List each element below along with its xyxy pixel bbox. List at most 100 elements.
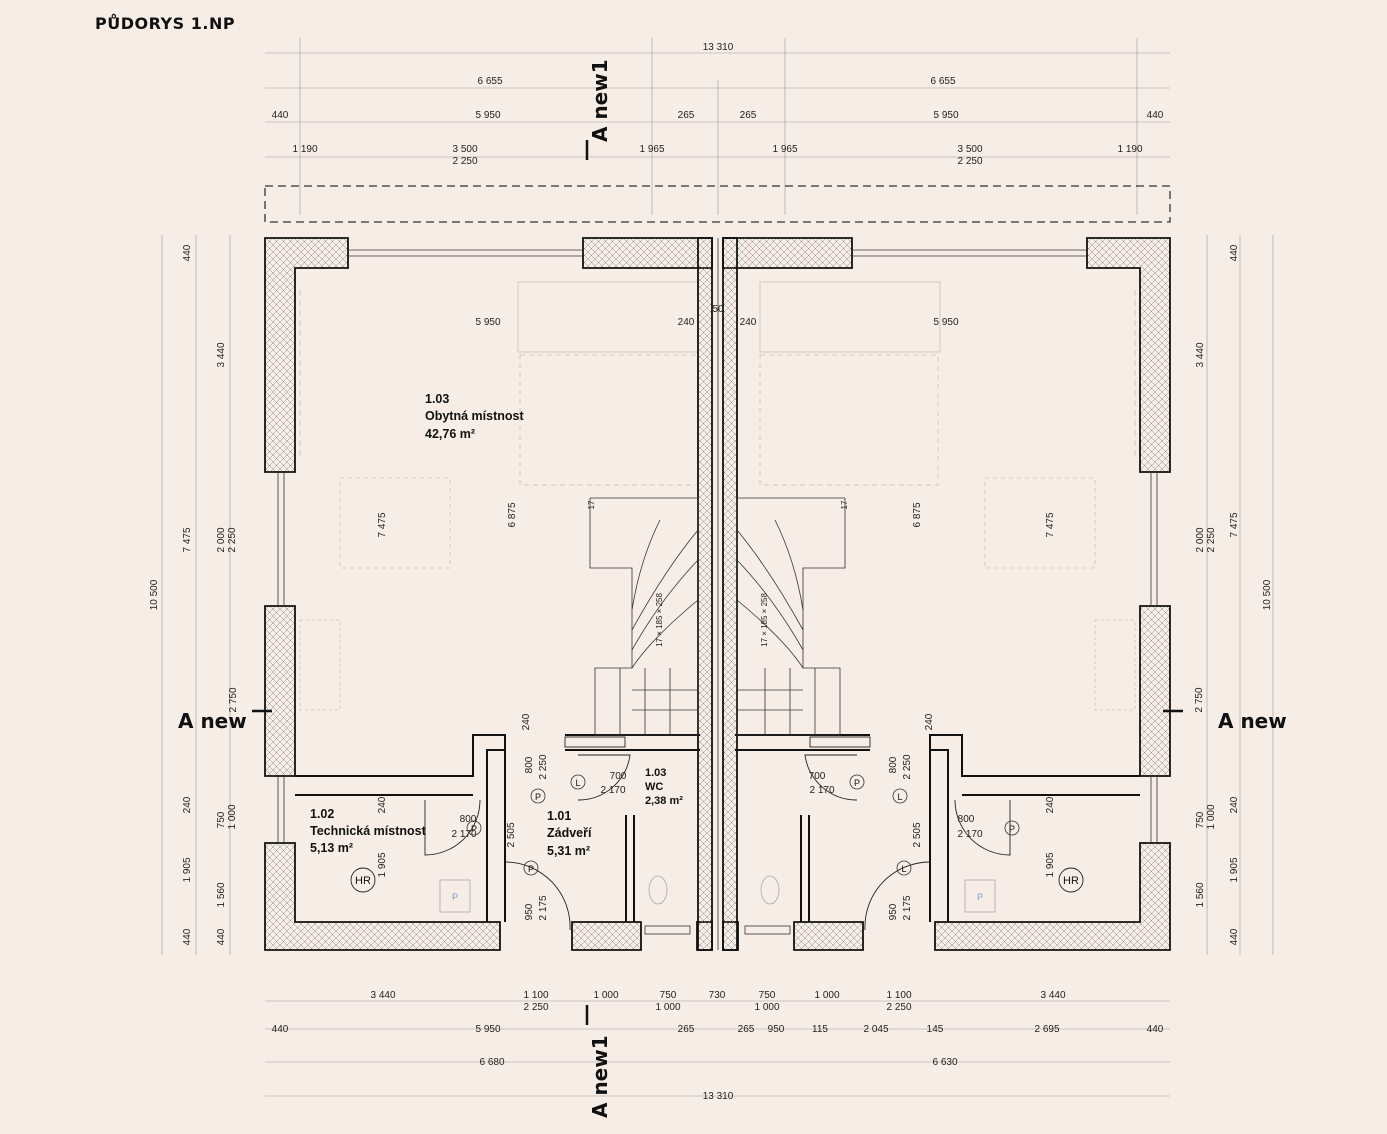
dim-right-440-bottom: 440 [1229, 928, 1240, 945]
dim-800-entry-left: 800 [524, 756, 535, 773]
dim-bot-total: 13 310 [703, 1091, 734, 1102]
symbol-p-entry-left: P [535, 792, 541, 802]
dim-2170-door-tech-right: 2 170 [957, 829, 982, 840]
dim-6875-right: 6 875 [912, 502, 923, 527]
room-living-name: Obytná místnost [425, 409, 524, 423]
dim-bot-6680: 6 680 [479, 1057, 504, 1068]
door-symbols [466, 774, 1020, 876]
side-dimension-lines [161, 235, 1274, 955]
dim-bot-2045: 2 045 [863, 1024, 888, 1035]
dim-right-440-top: 440 [1229, 244, 1240, 261]
dim-7475-inner-right: 7 475 [1045, 512, 1056, 537]
dim-2170-door-tech-left: 2 170 [451, 829, 476, 840]
dim-top-440-left: 440 [272, 110, 289, 121]
section-cut-lines [252, 140, 1183, 1025]
dim-bot-730: 730 [709, 990, 726, 1001]
dim-bot-1100-right: 1 100 [886, 990, 911, 1001]
dim-2505-right: 2 505 [912, 822, 923, 847]
dim-1905-tech-right: 1 905 [1045, 852, 1056, 877]
dim-2170-wc-right: 2 170 [809, 785, 834, 796]
upper-floor-outline [264, 185, 1171, 223]
windows [277, 249, 1158, 935]
dim-240-hall-right: 240 [924, 713, 935, 730]
room-living-number: 1.03 [425, 392, 449, 406]
dim-left-240: 240 [182, 796, 193, 813]
dim-17-right: 17 [840, 500, 849, 509]
dim-top-1190-left: 1 190 [292, 144, 317, 155]
dim-left-1905: 1 905 [182, 857, 193, 882]
dim-top-half-right: 6 655 [930, 76, 955, 87]
dim-2750-inner-right: 2 750 [1194, 687, 1205, 712]
dim-top-2250-right: 2 250 [957, 156, 982, 167]
room-tech-name: Technická místnost [310, 824, 427, 838]
drawing-title: PŮDORYS 1.NP [95, 14, 236, 33]
dim-right-10500: 10 500 [1262, 579, 1273, 610]
dim-bot-6630: 6 630 [932, 1057, 957, 1068]
section-label-a-new1-bottom: A new1 [588, 1035, 612, 1118]
dim-bot-1000b-left: 1 000 [655, 1002, 680, 1013]
dim-right-1560: 1 560 [1195, 882, 1206, 907]
staircase-right [736, 497, 846, 736]
dim-950-right: 950 [888, 903, 899, 920]
dim-bot-440-right: 440 [1147, 1024, 1164, 1035]
dim-bot-115: 115 [812, 1024, 828, 1035]
dim-bot-1000-left: 1 000 [593, 990, 618, 1001]
room-wc-area: 2,38 m² [645, 795, 683, 807]
dim-bot-2250-right: 2 250 [886, 1002, 911, 1013]
dim-right-1000: 1 000 [1206, 804, 1217, 829]
dim-bot-1000b-right: 1 000 [754, 1002, 779, 1013]
dim-240-left: 240 [678, 317, 695, 328]
bottom-dimension-lines [265, 1000, 1170, 1097]
dim-950-left: 950 [524, 903, 535, 920]
dim-left-1560: 1 560 [216, 882, 227, 907]
room-living-area: 42,76 m² [425, 427, 475, 441]
dim-700-wc-left: 700 [610, 771, 627, 782]
room-wc-number: 1.03 [645, 767, 666, 779]
dim-bot-145: 145 [927, 1024, 944, 1035]
dim-800-door-tech-right: 800 [958, 814, 975, 825]
dim-50: 50 [712, 304, 724, 315]
dim-stair-left: 17 × 185 × 258 [655, 593, 664, 647]
dim-bot-2695: 2 695 [1034, 1024, 1059, 1035]
sanitary-fixtures [439, 875, 996, 913]
dim-240-tech-left: 240 [377, 796, 388, 813]
dim-right-7475: 7 475 [1229, 512, 1240, 537]
dim-240-hall-left: 240 [521, 713, 532, 730]
dim-7475-inner-left: 7 475 [377, 512, 388, 537]
dim-6875-left: 6 875 [507, 502, 518, 527]
dim-800-entry-right: 800 [888, 756, 899, 773]
room-entry-area: 5,31 m² [547, 844, 590, 858]
dim-top-265-left: 265 [678, 110, 695, 121]
dim-2750-inner-left: 2 750 [228, 687, 239, 712]
interior-light-lines [299, 281, 1136, 711]
room-wc-name: WC [645, 781, 663, 793]
heating-symbol-right: HR [1058, 867, 1084, 893]
dim-bot-265-left: 265 [678, 1024, 695, 1035]
dim-800-door-tech-left: 800 [460, 814, 477, 825]
room-tech-number: 1.02 [310, 807, 334, 821]
dim-left-3440: 3 440 [216, 342, 227, 367]
dim-17-left: 17 [587, 500, 596, 509]
dim-left-440-inner: 440 [216, 928, 227, 945]
dim-bot-265-right: 265 [738, 1024, 755, 1035]
heating-symbol-left: HR [350, 867, 376, 893]
symbol-p-door-left: P [528, 864, 534, 874]
dim-top-440-right: 440 [1147, 110, 1164, 121]
dim-bot-3440-left: 3 440 [370, 990, 395, 1001]
staircase-left [589, 497, 699, 736]
dim-right-2250: 2 250 [1206, 527, 1217, 552]
dim-bot-3440-right: 3 440 [1040, 990, 1065, 1001]
dim-top-1190-right: 1 190 [1117, 144, 1142, 155]
dim-left-440-top: 440 [182, 244, 193, 261]
dim-top-265-right: 265 [740, 110, 757, 121]
dim-240-right: 240 [740, 317, 757, 328]
dim-right-240: 240 [1229, 796, 1240, 813]
hr-label-right: HR [1063, 875, 1079, 887]
dim-right-750: 750 [1195, 811, 1206, 828]
dim-left-1000: 1 000 [227, 804, 238, 829]
symbol-p-tech-right: P [1009, 824, 1015, 834]
dim-2250-entry-right: 2 250 [902, 754, 913, 779]
symbol-l-wc-left: L [575, 778, 580, 788]
dim-700-wc-right: 700 [809, 771, 826, 782]
